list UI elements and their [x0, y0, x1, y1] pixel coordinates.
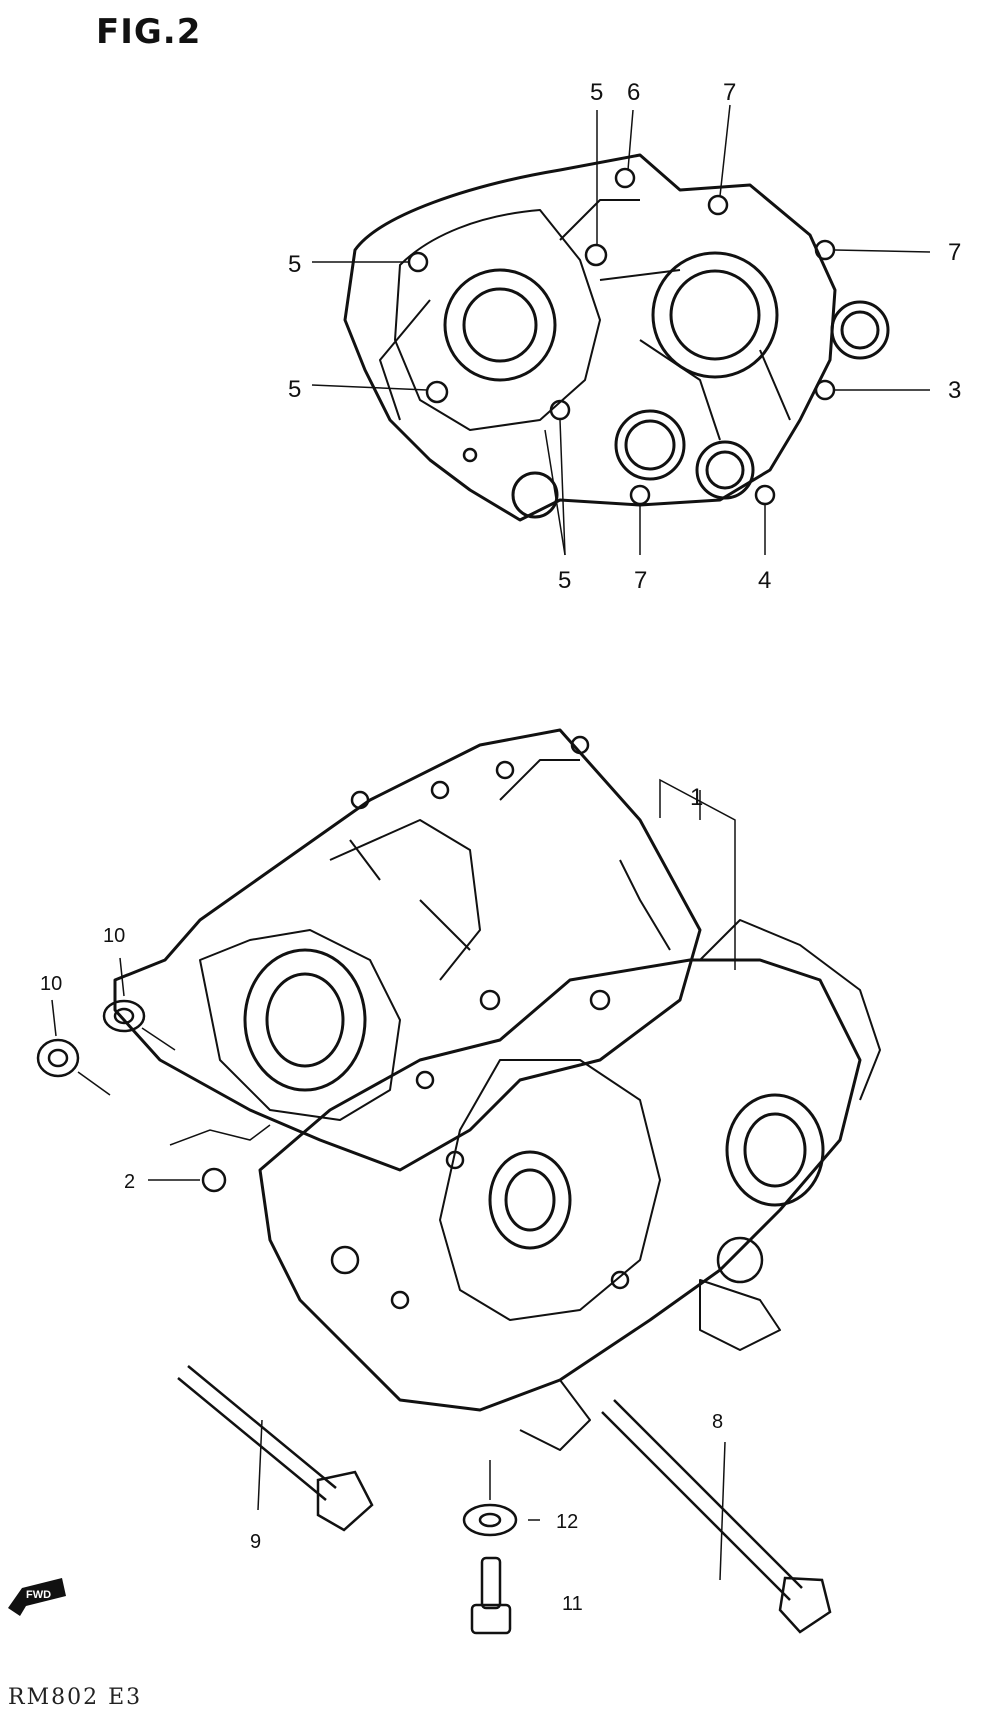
crankcase-exploded-view [113, 728, 881, 1451]
callout-label: 3 [948, 377, 961, 404]
callout-label: 7 [634, 567, 647, 594]
callout-label: 10 [103, 925, 125, 947]
washer-part-10a-hole [47, 1048, 69, 1068]
callout-label: 7 [723, 79, 736, 106]
bolt-part-8 [601, 1399, 832, 1634]
callout-label: 11 [562, 1593, 583, 1615]
callout-label: 5 [288, 251, 301, 278]
callout-label: 5 [288, 376, 301, 403]
diagram-code: RM802 E3 [8, 1685, 143, 1710]
screw-part-11 [470, 1556, 512, 1635]
loose-parts [36, 999, 832, 1635]
washer-part-10b-hole [113, 1007, 135, 1025]
exploded-view-labels: 1 10 10 2 8 9 12 11 [40, 784, 723, 1615]
washer-part-10b [102, 999, 146, 1033]
callout-label: 7 [948, 239, 961, 266]
exploded-view-leaders [51, 778, 736, 1581]
crankcase-top-view [343, 153, 890, 522]
callout-label: 6 [627, 79, 640, 106]
callout-label: 12 [556, 1511, 578, 1533]
bolt-part-9 [177, 1365, 374, 1532]
fwd-label: FWD [26, 1589, 51, 1601]
top-view-labels: 5 6 7 7 5 5 3 5 7 4 [288, 79, 961, 594]
callout-label: 5 [558, 567, 571, 594]
callout-label: 10 [40, 973, 62, 995]
figure-title: FIG.2 [96, 12, 202, 52]
callout-label: 8 [712, 1411, 723, 1433]
fwd-arrow-icon: FWD [8, 1578, 66, 1616]
callout-label: 2 [124, 1171, 135, 1193]
washer-part-10a [36, 1038, 80, 1078]
callout-label: 5 [590, 79, 603, 106]
callout-label: 4 [758, 567, 771, 594]
callout-label: 1 [690, 784, 703, 811]
pin-part-2 [201, 1167, 227, 1193]
washer-part-12 [462, 1503, 518, 1537]
callout-label: 9 [250, 1531, 261, 1553]
top-view-leaders [311, 104, 931, 556]
